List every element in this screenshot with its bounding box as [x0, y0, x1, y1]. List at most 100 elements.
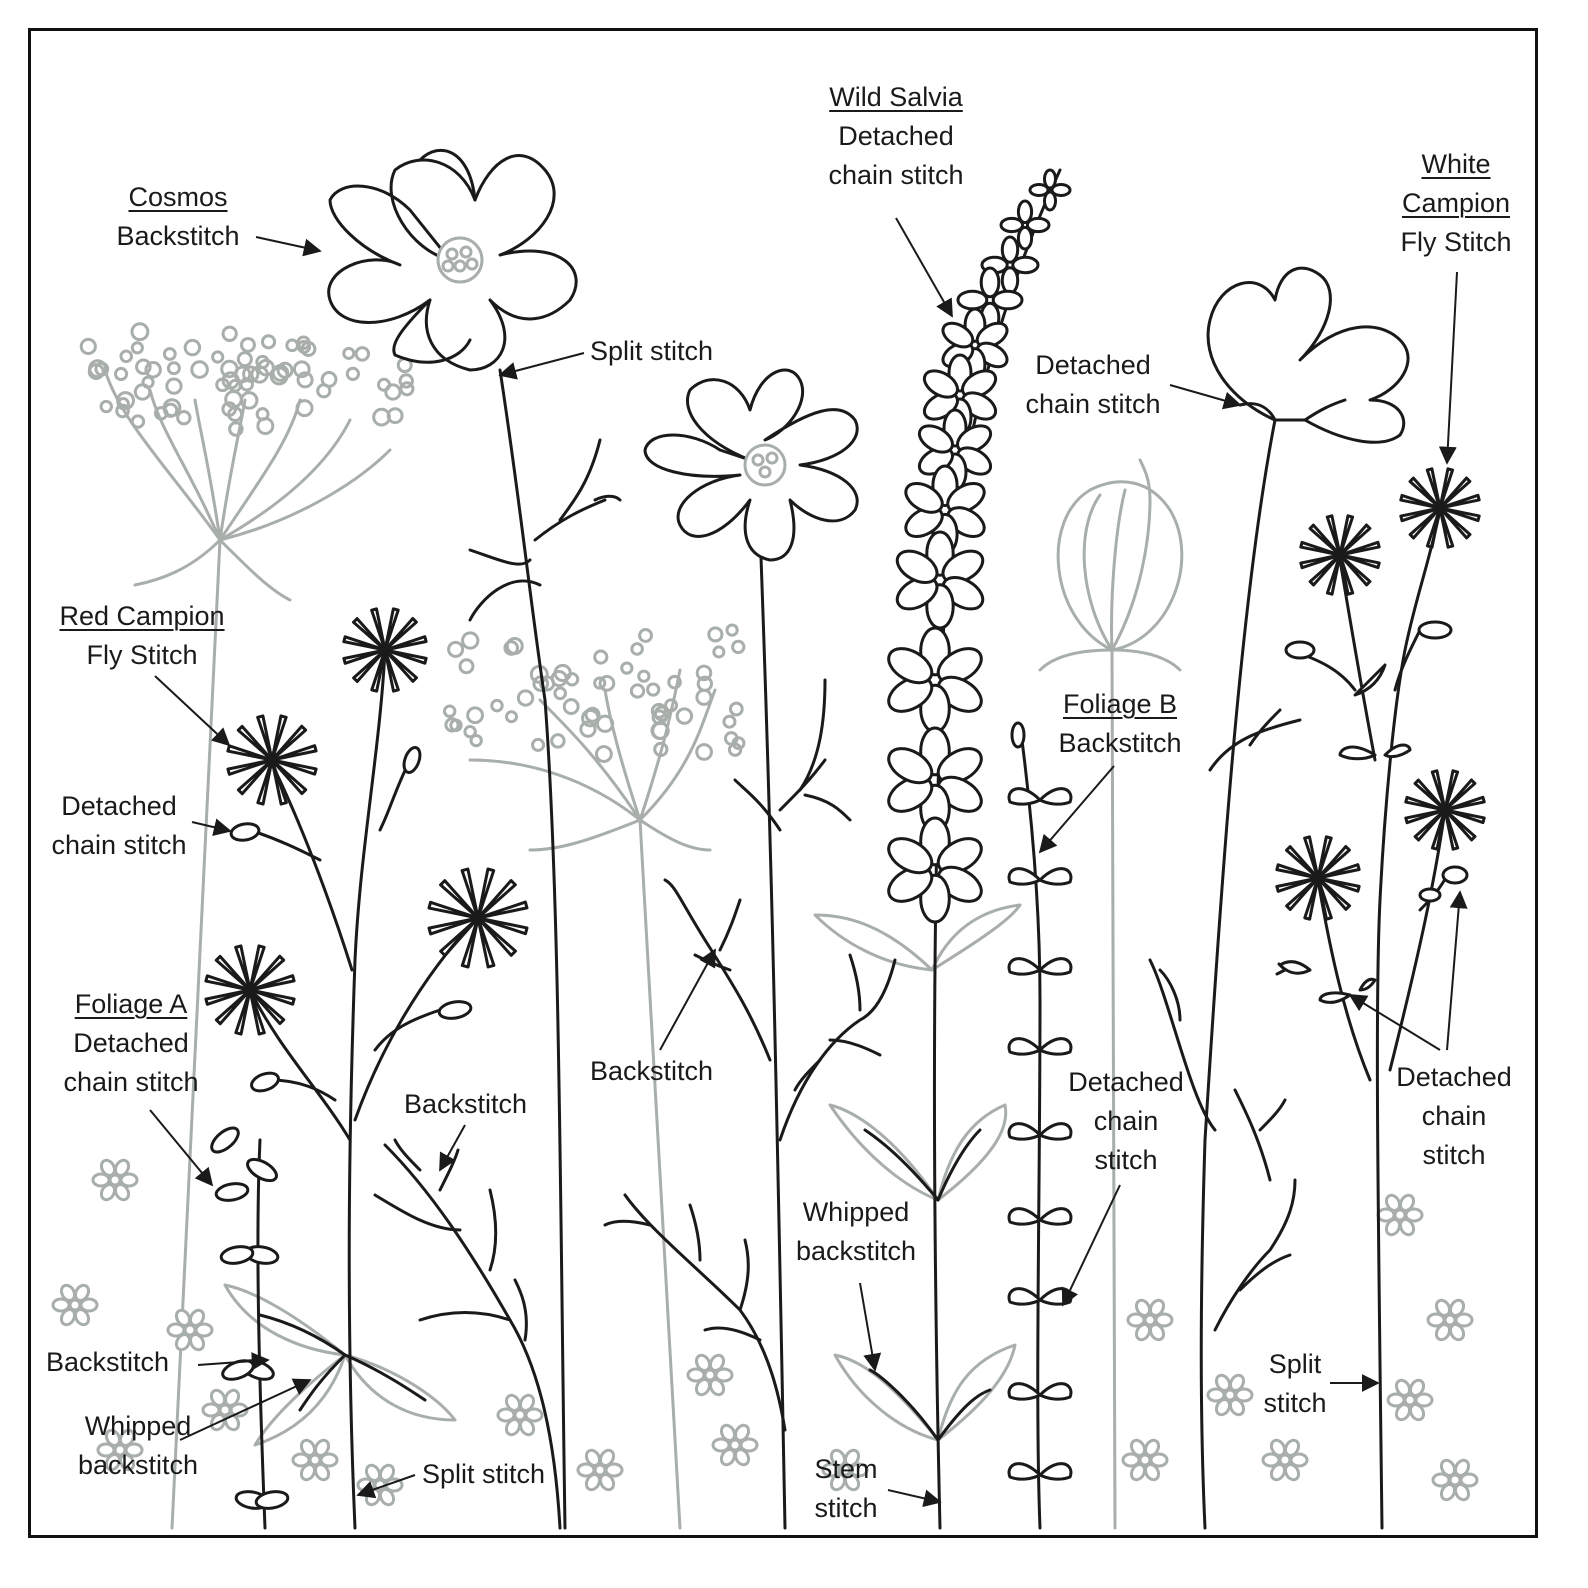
- star-ray: [270, 744, 318, 762]
- star-flower: [204, 944, 296, 1036]
- buds: [229, 620, 1469, 1093]
- label-detached-chain-left-1: Detached: [61, 791, 177, 821]
- star-ray: [270, 758, 308, 796]
- leaf: [1007, 1382, 1042, 1401]
- salvia-petal: [956, 424, 993, 454]
- grey-flower-center: [1278, 1453, 1292, 1467]
- label-red-campion: Red Campion Fly Stitch: [52, 597, 232, 675]
- star-ray: [1438, 476, 1472, 510]
- grey-flower: [711, 1423, 759, 1467]
- star-ray: [427, 916, 480, 936]
- lace-curl: [295, 399, 314, 418]
- lace-curl: [166, 361, 181, 376]
- grey-flower-center: [728, 1438, 742, 1452]
- lace-curl: [727, 742, 743, 757]
- lace-curl: [130, 341, 144, 355]
- salvia-floret: [980, 235, 1040, 295]
- star-ray: [1443, 808, 1477, 842]
- lace-curl: [722, 714, 737, 729]
- salvia-petal: [1028, 183, 1050, 197]
- grey-flower-center: [308, 1453, 322, 1467]
- lace-curl: [115, 403, 130, 419]
- lace-curl: [130, 322, 150, 342]
- lace-curl: [594, 745, 613, 763]
- star-ray: [460, 916, 480, 969]
- lace-curl: [505, 637, 524, 655]
- star-ray: [1316, 845, 1351, 880]
- star-ray: [1285, 876, 1320, 911]
- lace-curl: [260, 334, 277, 350]
- label-split-stitch-right-2: stitch: [1263, 1388, 1327, 1418]
- grey-flower-center: [1143, 1313, 1157, 1327]
- lace-curl: [320, 371, 338, 388]
- label-cosmos-stitch: Backstitch: [116, 221, 240, 251]
- star-ray: [256, 714, 274, 762]
- leaf: [1007, 957, 1042, 976]
- white-campion-flower: [1148, 266, 1410, 1530]
- label-foliage-a-1: Detached: [73, 1028, 189, 1058]
- label-split-stitch-bottom: Split stitch: [422, 1459, 546, 1489]
- star-ray: [383, 648, 428, 665]
- star-ray: [1413, 778, 1447, 812]
- star-ray: [476, 900, 529, 920]
- salvia-floret: [887, 626, 983, 734]
- label-dcs-mid-3: stitch: [1094, 1145, 1158, 1175]
- foliage-a-leaves: [210, 1126, 290, 1510]
- star-ray: [234, 988, 252, 1036]
- leaf-pair: [1007, 1287, 1073, 1306]
- pattern-frame: [28, 28, 1538, 1538]
- lace-curl: [629, 683, 646, 699]
- label-foliage-b-name: Foliage B: [1062, 689, 1178, 719]
- grey-flower: [1126, 1298, 1174, 1342]
- leaf: [1007, 1287, 1042, 1306]
- grey-flower: [51, 1283, 99, 1327]
- star-ray: [204, 988, 252, 1006]
- grey-flower: [356, 1463, 404, 1507]
- lace-curl: [695, 664, 713, 682]
- star-ray: [1308, 523, 1342, 557]
- grey-flower-center: [1403, 1393, 1417, 1407]
- lace-curl: [562, 698, 580, 716]
- leaf: [219, 1245, 255, 1265]
- grey-flower-center: [1223, 1388, 1237, 1402]
- star-ray: [1338, 553, 1355, 596]
- foliage-b: [1007, 723, 1073, 1530]
- star-ray: [1438, 467, 1455, 510]
- lace-curl: [221, 325, 238, 342]
- star-flower: [226, 714, 318, 806]
- leaf: [1038, 957, 1073, 976]
- grey-flower: [291, 1438, 339, 1482]
- salvia-petal: [1016, 225, 1034, 251]
- lace-curl: [579, 720, 597, 738]
- salvia-floret: [904, 464, 986, 556]
- label-dcs-mid-2: chain: [1093, 1106, 1159, 1136]
- star-ray: [476, 867, 496, 920]
- grey-flower-center: [1138, 1453, 1152, 1467]
- salvia-floret: [999, 199, 1051, 251]
- lace-curl: [292, 360, 311, 379]
- lace-curl: [165, 377, 183, 395]
- salvia-petal: [887, 647, 934, 685]
- lace-curl: [176, 409, 192, 426]
- star-flower: [427, 867, 529, 969]
- salvia-petal: [1016, 199, 1034, 225]
- leaf: [1038, 1382, 1073, 1401]
- star-ray: [1325, 514, 1342, 557]
- label-backstitch-mid: Backstitch: [404, 1089, 528, 1119]
- lace-curl: [725, 623, 739, 637]
- grey-flower: [91, 1158, 139, 1202]
- lace-curl: [653, 741, 669, 758]
- label-wild-salvia-name: Wild Salvia: [829, 82, 963, 112]
- star-ray: [1275, 863, 1320, 880]
- salvia-petal: [1043, 190, 1057, 212]
- star-ray: [248, 988, 266, 1036]
- label-detached-chain-right: Detached chain stitch: [1012, 346, 1174, 424]
- salvia-floret: [887, 816, 983, 924]
- salvia-petal: [887, 865, 934, 903]
- leaf-pair: [1007, 957, 1073, 976]
- star-flower: [1275, 835, 1361, 921]
- star-ray: [236, 724, 274, 762]
- label-wb-left-1: Whipped: [84, 1411, 192, 1441]
- label-backstitch-bottom-left: Backstitch: [46, 1347, 170, 1377]
- label-detached-chain-right-2: chain stitch: [1025, 389, 1161, 419]
